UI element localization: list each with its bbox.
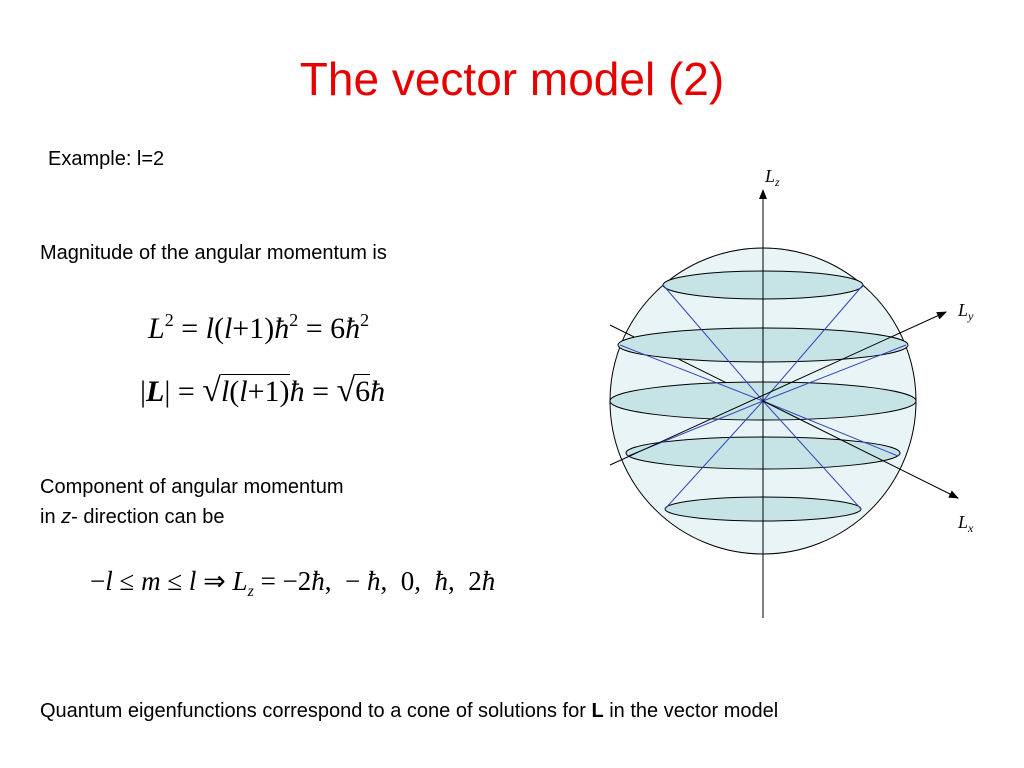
cone-vectors <box>619 284 907 510</box>
vector-model-diagram: Lz Ly Lx <box>609 166 974 618</box>
z-axis-label: Lz <box>764 166 780 189</box>
conclusion-text: Quantum eigenfunctions correspond to a c… <box>40 700 779 722</box>
eq1-lhs: L <box>148 312 165 345</box>
eq1-exp: 2 <box>164 310 174 330</box>
eq1-exp3: 2 <box>360 310 370 330</box>
eq3-sub: z <box>247 583 254 600</box>
equation-l-squared: L2 = l(l+1)ħ2 = 6ħ2 <box>148 310 369 346</box>
equation-l-magnitude: |L| = √l(l+1)ħ = √6ħ <box>140 372 386 409</box>
example-label: Example: l=2 <box>48 148 165 170</box>
component-text-line1: Component of angular momentum <box>40 476 344 498</box>
y-axis-label: Ly <box>957 300 974 323</box>
magnitude-text: Magnitude of the angular momentum is <box>40 242 387 264</box>
eq1-exp2: 2 <box>289 310 299 330</box>
eq1-rhs: = 6ħ <box>305 312 361 345</box>
x-axis-label: Lx <box>957 512 974 535</box>
component-text-line2: in z- direction can be <box>40 506 225 528</box>
y-axis <box>609 311 947 466</box>
equation-lz-values: −l ≤ m ≤ l ⇒ Lz = −2ħ, − ħ, 0, ħ, 2ħ <box>90 566 496 600</box>
slide-title: The vector model (2) <box>299 53 725 105</box>
eq1-mid: = l(l+1)ħ <box>181 312 290 345</box>
x-axis <box>762 400 959 499</box>
